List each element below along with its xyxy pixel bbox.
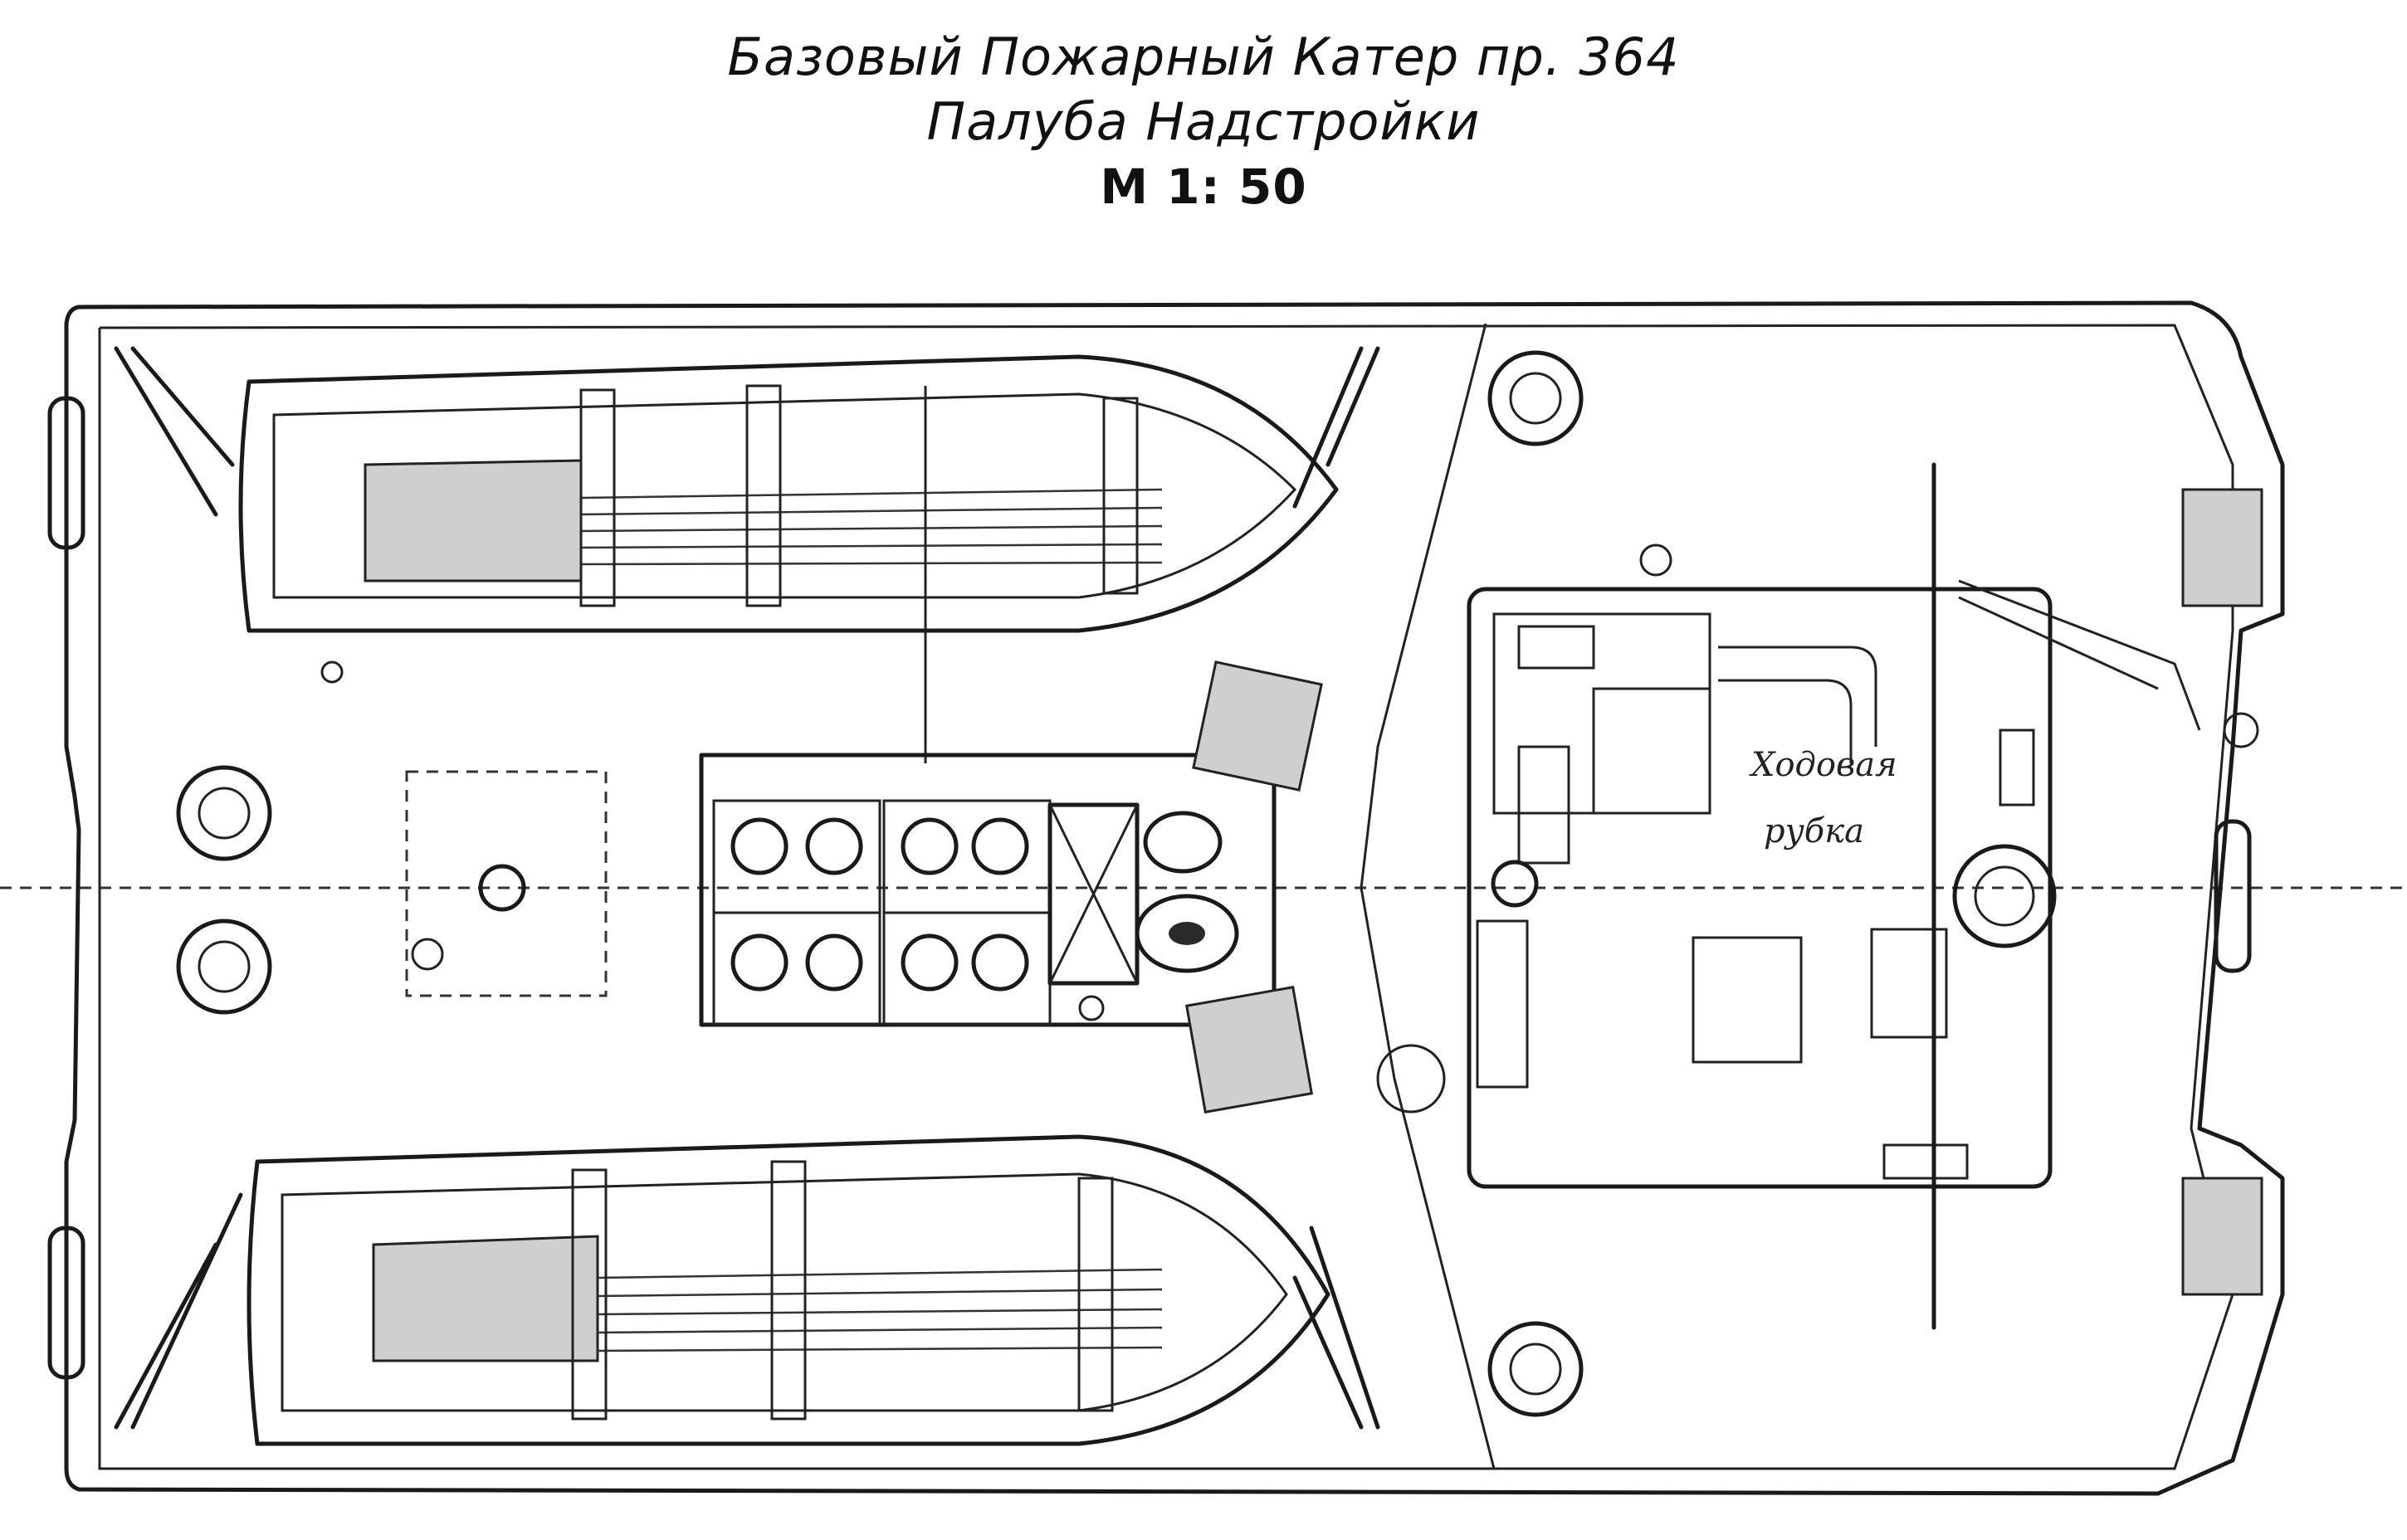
side-fenders <box>47 396 2252 1380</box>
lifeboat-upper <box>238 354 1339 763</box>
life-buoys <box>176 350 2057 1417</box>
deck-inner-edge <box>98 324 2234 1470</box>
deck-hatch-outline <box>405 770 608 997</box>
title-block: Базовый Пожарный Катер пр. 364 Палуба На… <box>0 25 2407 219</box>
side-ladders <box>2181 488 2263 1296</box>
engine-casing-skylights <box>699 753 1277 1027</box>
deck-outline <box>64 300 2285 1496</box>
drawing-subtitle: Палуба Надстройки <box>926 91 1481 152</box>
drawing-title: Базовый Пожарный Катер пр. 364 <box>727 27 1680 87</box>
wheelhouse: Ходовая рубка <box>1467 462 2201 1330</box>
small-fittings <box>1078 543 2259 1114</box>
deck-fitting <box>478 864 526 912</box>
ventilators <box>1184 660 1323 1114</box>
lifeboat-lower <box>247 1134 1330 1446</box>
drawing-scale: М 1: 50 <box>1100 158 1307 215</box>
davits <box>114 346 1380 1430</box>
wheelhouse-label-2: рубка <box>1764 812 1864 850</box>
superstructure-boundary <box>1360 323 1496 1469</box>
wheelhouse-label-1: Ходовая <box>1749 746 1897 784</box>
